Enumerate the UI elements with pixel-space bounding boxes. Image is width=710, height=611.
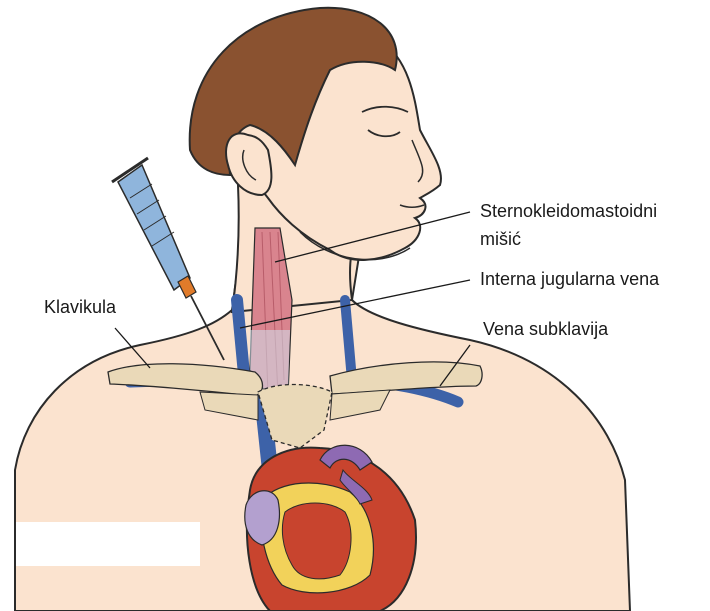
white-cover-box <box>16 522 200 566</box>
label-subclavian: Vena subklavija <box>483 318 608 340</box>
label-internal-jugular: Interna jugularna vena <box>480 268 659 290</box>
label-sternocleidomastoid: Sternokleidomastoidni mišić <box>480 200 657 250</box>
right-jugular-vein <box>345 300 352 380</box>
label-clavicle: Klavikula <box>44 296 116 318</box>
